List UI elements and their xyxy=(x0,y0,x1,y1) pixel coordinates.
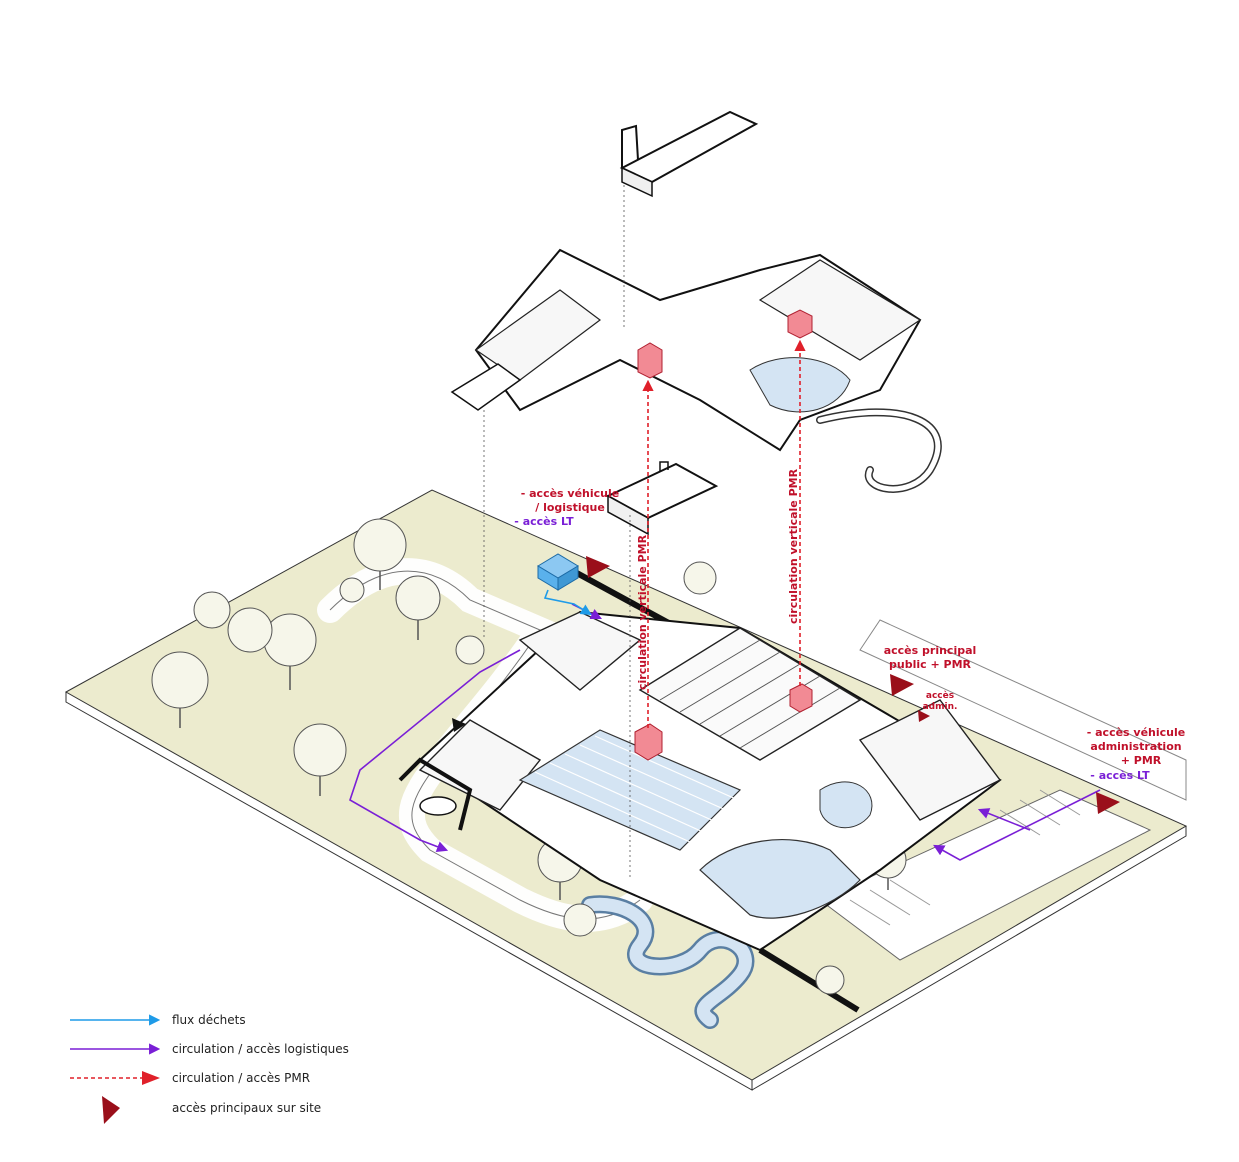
roof-volume xyxy=(619,110,759,198)
tree-icon xyxy=(353,518,407,572)
technical-volume xyxy=(605,461,719,536)
label-vehicle-admin-1: - accès véhicule xyxy=(1087,726,1186,739)
small-pool xyxy=(419,796,457,816)
legend-label-main-access: accès principaux sur site xyxy=(172,1101,321,1115)
label-lt-access-top: - accès LT xyxy=(514,515,574,528)
legend-label-pmr: circulation / accès PMR xyxy=(172,1071,310,1085)
access-marker-west xyxy=(452,718,466,732)
waste-flow-route xyxy=(543,589,592,616)
lift-ground-left xyxy=(634,723,663,761)
tree-icon xyxy=(193,591,231,629)
east-wing xyxy=(858,699,1002,821)
ground-floor-building xyxy=(398,610,1002,952)
access-marker-vehicle-admin xyxy=(1096,792,1120,814)
legend-swatch-pmr-head xyxy=(142,1071,160,1085)
tree-icon xyxy=(293,723,347,777)
west-wing xyxy=(418,719,542,811)
tree-icon xyxy=(395,575,441,621)
access-marker-admin xyxy=(918,710,930,722)
lift-ground-right xyxy=(789,683,813,713)
north-wing xyxy=(518,611,642,691)
legend: flux déchets circulation / accès logisti… xyxy=(70,1013,349,1124)
legend-item-pmr: circulation / accès PMR xyxy=(70,1071,310,1085)
tree-icon xyxy=(263,613,317,667)
label-main-access-2: public + PMR xyxy=(889,658,972,671)
upper-floor xyxy=(450,248,942,493)
leisure-pool xyxy=(699,839,861,919)
waste-room xyxy=(537,553,579,591)
legend-item-logistics: circulation / accès logistiques xyxy=(70,1042,349,1056)
pool-lanes xyxy=(534,735,739,843)
logistics-route-east-2 xyxy=(977,808,1031,831)
label-vertical-pmr-right: circulation verticale PMR xyxy=(787,468,800,624)
label-vehicle-logistics-1: - accès véhicule xyxy=(521,487,620,500)
label-vehicle-admin-3: + PMR xyxy=(1121,754,1162,767)
label-admin-access-1: accès xyxy=(926,690,954,701)
label-admin-access-2: admin. xyxy=(923,702,958,712)
parking-stalls xyxy=(849,789,1081,926)
access-markers xyxy=(452,556,1120,814)
outdoor-lazy-river-water xyxy=(583,897,752,1027)
access-marker-vehicle-logistics xyxy=(586,556,610,578)
tree-icon xyxy=(815,965,845,995)
legend-label-waste: flux déchets xyxy=(172,1013,246,1027)
boundary-wall xyxy=(758,947,860,1013)
tree-icon xyxy=(151,651,209,709)
upper-east-wing xyxy=(758,259,922,361)
legend-label-logistics: circulation / accès logistiques xyxy=(172,1042,349,1056)
upper-ramp xyxy=(450,363,522,411)
water-slide-inner xyxy=(817,409,941,492)
logistics-route-east xyxy=(933,789,1101,861)
site-border-right xyxy=(751,826,1187,1091)
label-vertical-pmr-left: circulation verticale PMR xyxy=(636,534,649,690)
label-lt-access-right: - accès LT xyxy=(1090,769,1150,782)
pmr-vertical-circulation xyxy=(642,339,806,728)
outer-wall xyxy=(398,757,473,831)
parking-area xyxy=(819,789,1152,961)
lift-upper-right xyxy=(787,309,813,339)
tree-icon xyxy=(227,607,273,653)
tree-icon xyxy=(683,561,717,595)
tree-icon xyxy=(563,903,597,937)
legend-swatch-main-access xyxy=(102,1096,120,1124)
label-vehicle-logistics-2: / logistique xyxy=(535,501,605,514)
tree-icon xyxy=(339,577,365,603)
annotation-labels: - accès véhicule / logistique - accès LT… xyxy=(514,468,1185,782)
legend-item-waste: flux déchets xyxy=(70,1013,246,1027)
access-marker-main-public xyxy=(890,674,914,696)
spa-pool xyxy=(819,781,873,829)
tree-trunks xyxy=(179,571,889,900)
lift-upper-left xyxy=(637,342,663,379)
site-border-left xyxy=(65,692,753,1091)
label-main-access-1: accès principal xyxy=(884,644,977,657)
legend-item-main-access: accès principaux sur site xyxy=(102,1096,321,1124)
alignment-lines xyxy=(483,185,631,880)
road xyxy=(859,619,1187,801)
tree-icon xyxy=(455,635,485,665)
logistics-route-west xyxy=(349,649,521,853)
label-vehicle-admin-2: administration xyxy=(1090,740,1181,753)
